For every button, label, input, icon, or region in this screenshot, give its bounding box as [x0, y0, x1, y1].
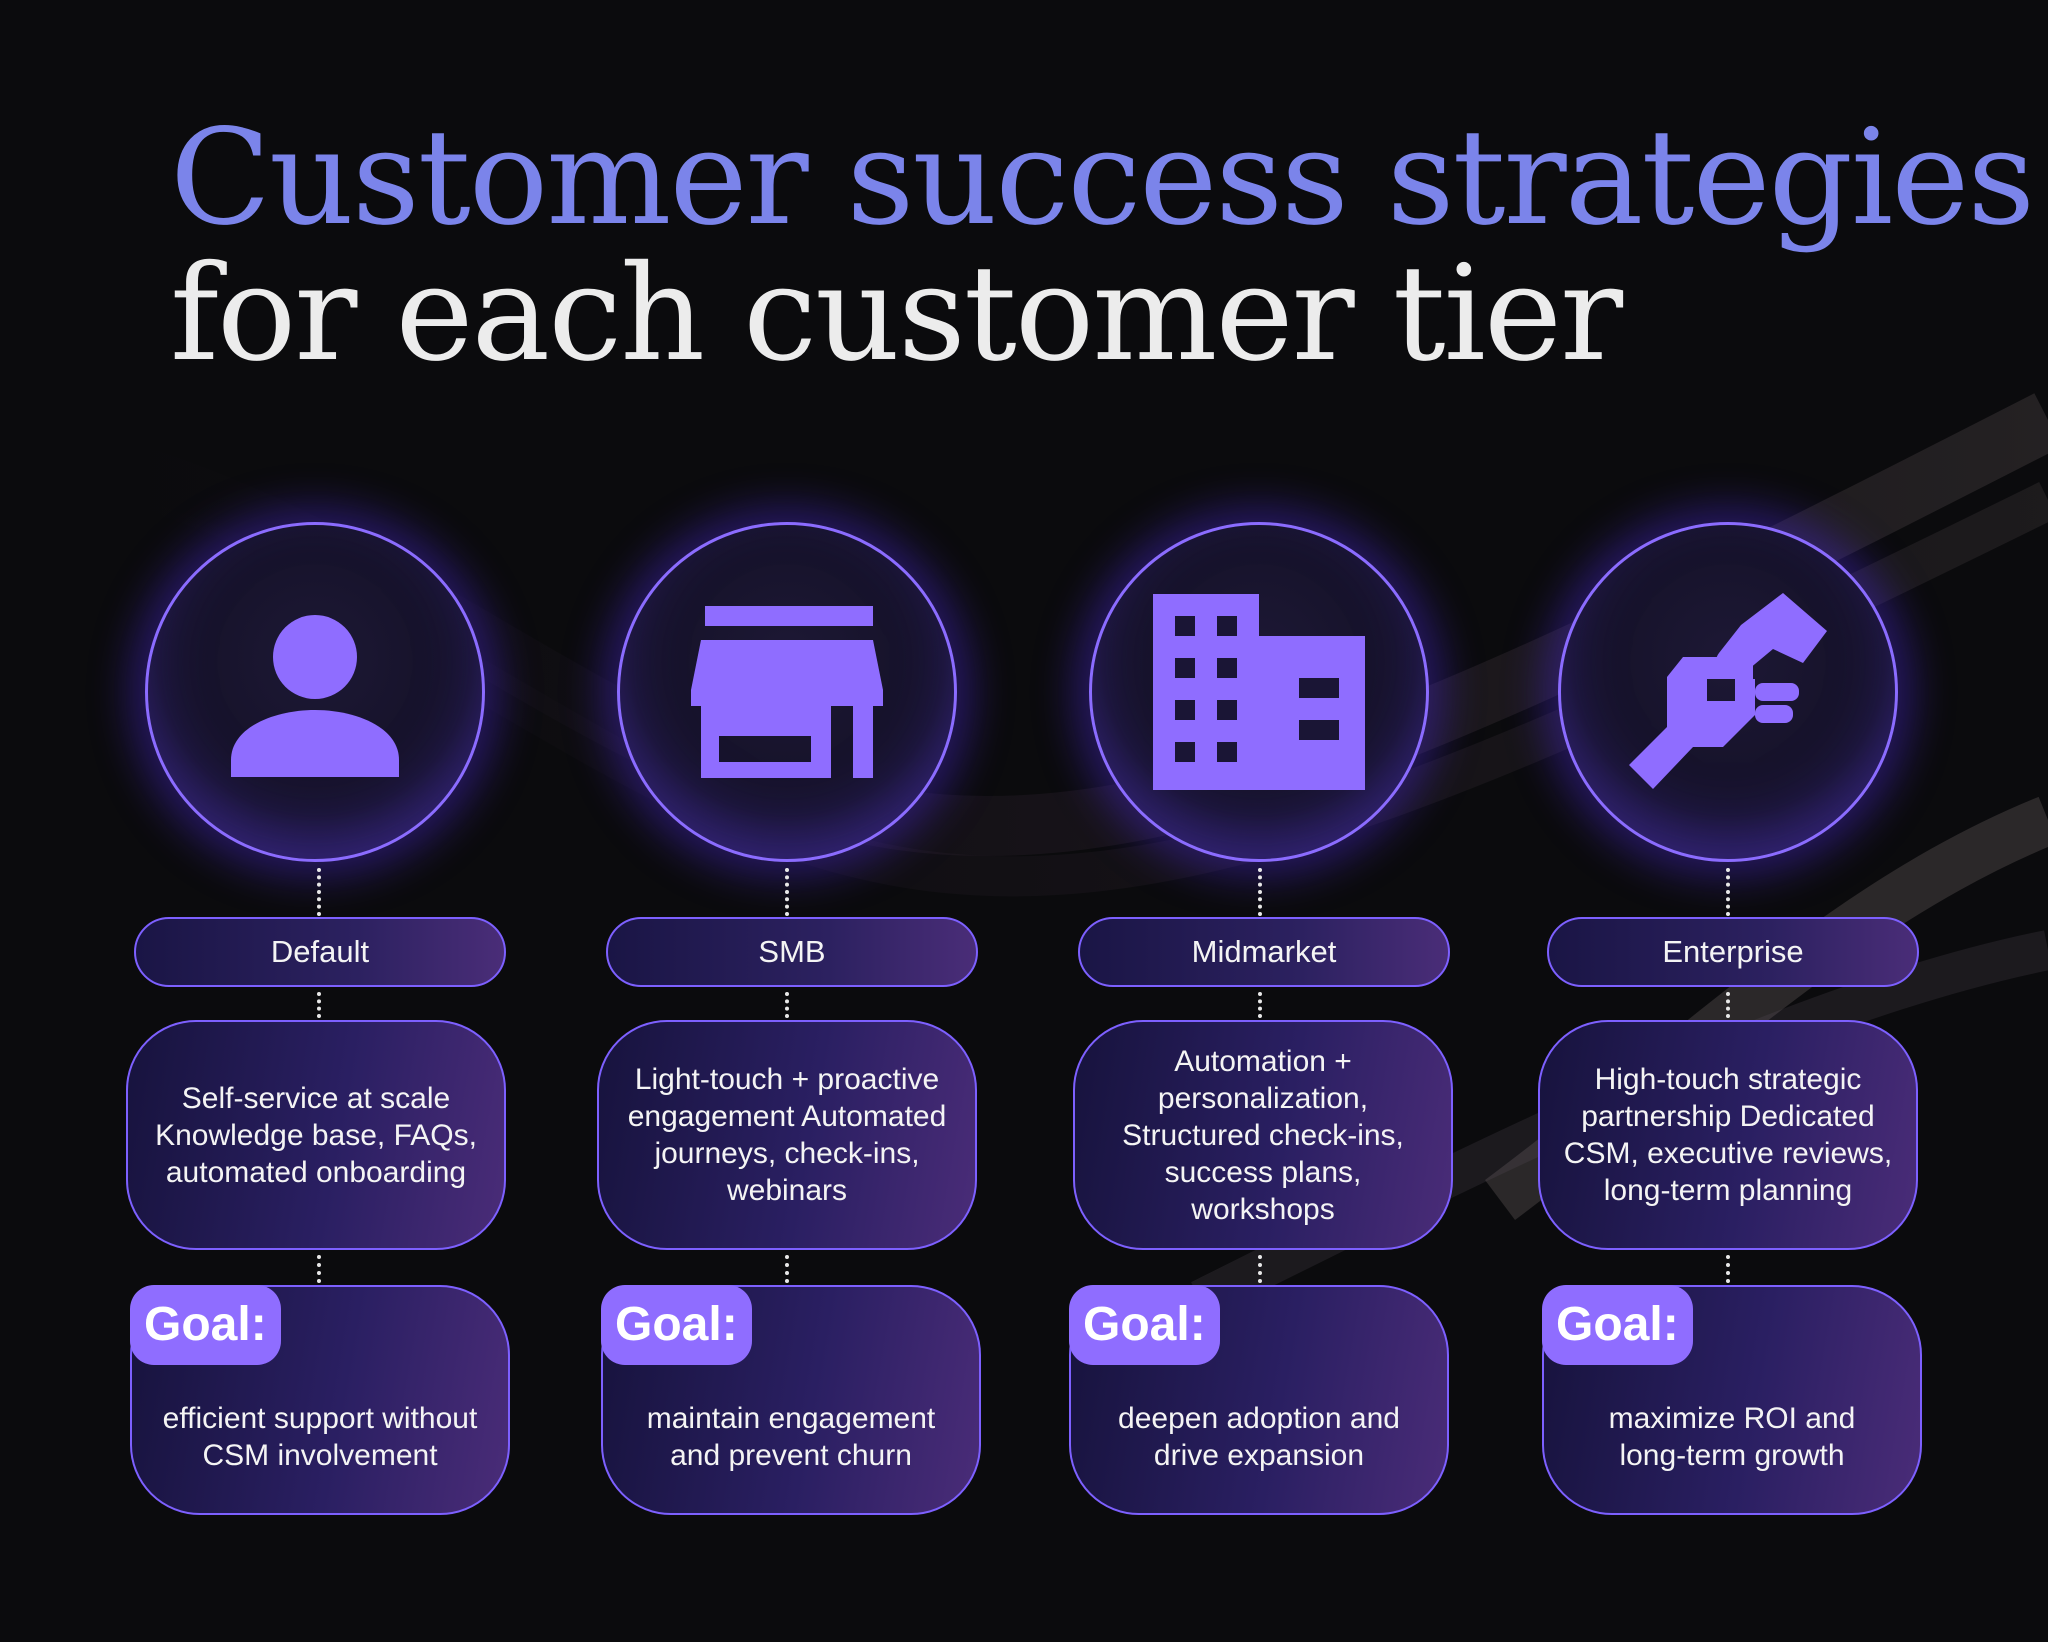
goal-text-value: maintain engagement and prevent churn: [646, 1402, 936, 1472]
tier-description: Automation + personalization, Structured…: [1122, 1044, 1404, 1226]
tier-icon-circle: [1558, 522, 1898, 862]
tier-description-box: Self-service at scale Knowledge base, FA…: [126, 1020, 506, 1250]
tier-description: Light-touch + proactive engagement Autom…: [627, 1063, 947, 1207]
connector-line: [1726, 1255, 1730, 1283]
goal-badge: Goal:: [1542, 1285, 1693, 1365]
page-title: Customer success strategies for each cus…: [170, 101, 2035, 391]
connector-line: [785, 992, 789, 1018]
connector-line: [1258, 868, 1262, 916]
tier-description-box: Light-touch + proactive engagement Autom…: [597, 1020, 977, 1250]
connector-line: [317, 868, 321, 916]
office-building-icon: [1153, 594, 1365, 790]
storefront-icon: [691, 606, 883, 778]
tier-description-box: Automation + personalization, Structured…: [1073, 1020, 1453, 1250]
tier-column-default: Default Self-service at scale Knowledge …: [115, 0, 515, 1642]
tier-name: SMB: [758, 934, 826, 969]
tier-pill-smb: SMB: [606, 917, 978, 987]
tier-pill-default: Default: [134, 917, 506, 987]
goal-text: maintain engagement and prevent churn: [603, 1383, 979, 1491]
goal-text: maximize ROI and long-term growth: [1544, 1383, 1920, 1491]
tier-name: Enterprise: [1662, 934, 1804, 969]
connector-line: [1258, 992, 1262, 1018]
tier-pill-midmarket: Midmarket: [1078, 917, 1450, 987]
tier-column-midmarket: Midmarket Automation + personalization, …: [1059, 0, 1459, 1642]
connector-line: [1726, 992, 1730, 1018]
goal-text-value: efficient support without CSM involvemen…: [162, 1402, 478, 1472]
tier-column-enterprise: Enterprise High-touch strategic partners…: [1528, 0, 1928, 1642]
goal-badge: Goal:: [601, 1285, 752, 1365]
tier-goal-box: Goal: efficient support without CSM invo…: [130, 1285, 510, 1515]
goal-text: deepen adoption and drive expansion: [1071, 1383, 1447, 1491]
connector-line: [785, 868, 789, 916]
goal-badge: Goal:: [130, 1285, 281, 1365]
goal-text-value: maximize ROI and long-term growth: [1608, 1402, 1856, 1472]
connector-line: [785, 1255, 789, 1283]
connector-line: [1726, 868, 1730, 916]
tier-description-box: High-touch strategic partnership Dedicat…: [1538, 1020, 1918, 1250]
tier-goal-box: Goal: maximize ROI and long-term growth: [1542, 1285, 1922, 1515]
goal-badge: Goal:: [1069, 1285, 1220, 1365]
goal-text-value: deepen adoption and drive expansion: [1118, 1402, 1400, 1472]
connector-line: [317, 1255, 321, 1283]
title-line-2: for each customer tier: [170, 237, 1623, 391]
goal-text: efficient support without CSM involvemen…: [132, 1383, 508, 1491]
tier-icon-circle: [1089, 522, 1429, 862]
tier-icon-circle: [617, 522, 957, 862]
tier-icon-circle: [145, 522, 485, 862]
connector-line: [1258, 1255, 1262, 1283]
title-line-1: Customer success strategies: [170, 101, 2035, 255]
tier-name: Midmarket: [1191, 934, 1337, 969]
connector-line: [317, 992, 321, 1018]
tier-pill-enterprise: Enterprise: [1547, 917, 1919, 987]
tier-description: Self-service at scale Knowledge base, FA…: [155, 1081, 477, 1189]
tier-goal-box: Goal: maintain engagement and prevent ch…: [601, 1285, 981, 1515]
tier-description: High-touch strategic partnership Dedicat…: [1563, 1063, 1893, 1207]
handshake-icon: [1629, 593, 1827, 789]
tier-name: Default: [270, 934, 370, 969]
person-icon: [231, 615, 399, 777]
tier-goal-box: Goal: deepen adoption and drive expansio…: [1069, 1285, 1449, 1515]
tier-column-smb: SMB Light-touch + proactive engagement A…: [587, 0, 987, 1642]
